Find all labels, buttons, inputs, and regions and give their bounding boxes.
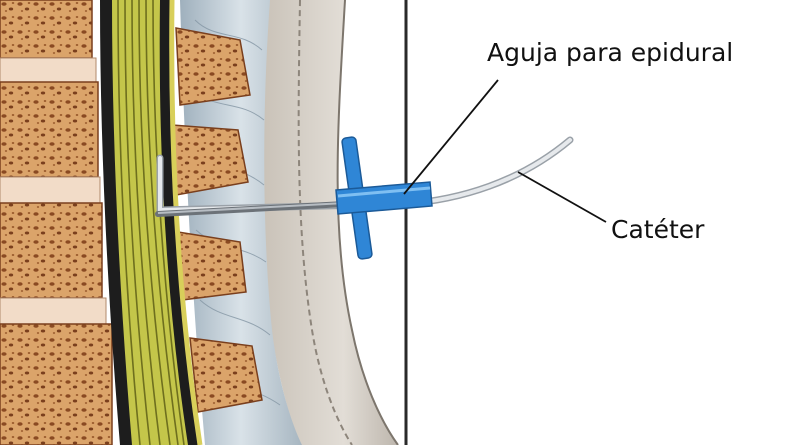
- anatomy-panel: [0, 0, 408, 445]
- needle-leader-line: [404, 80, 498, 194]
- needle-label: Aguja para epidural: [487, 40, 733, 65]
- spinous-process: [190, 338, 262, 412]
- catheter-leader-line: [518, 172, 606, 222]
- intervertebral-disc: [0, 177, 100, 203]
- intervertebral-disc: [0, 58, 96, 82]
- spinous-process: [172, 125, 248, 195]
- vertebral-body: [0, 0, 92, 58]
- spinous-process: [178, 232, 246, 300]
- intervertebral-disc: [0, 298, 106, 324]
- vertebral-body: [0, 324, 112, 445]
- vertebral-body: [0, 82, 98, 177]
- spinous-process: [176, 28, 250, 105]
- catheter-label: Catéter: [611, 217, 704, 242]
- vertebral-body: [0, 203, 102, 298]
